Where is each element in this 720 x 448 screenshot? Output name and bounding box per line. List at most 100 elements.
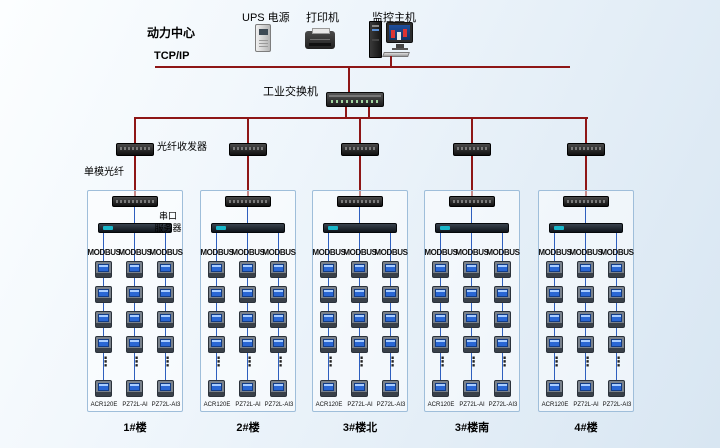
meter-model-label: ACR120E (541, 402, 569, 408)
modbus-label: MODBUS (231, 248, 265, 257)
meter-model-label: PZ72L-AI3 (264, 402, 294, 408)
meter-screen (580, 264, 591, 272)
meter-screen (160, 314, 171, 322)
industrial-switch-label: 工业交换机 (263, 86, 318, 98)
meter-icon (157, 380, 174, 397)
meter-icon (432, 336, 449, 353)
serial-server-label-line2: 服务器 (154, 223, 182, 233)
meter-icon (608, 261, 625, 278)
meter-screen (549, 264, 560, 272)
meter-icon (320, 311, 337, 328)
switch-uplink-line (348, 68, 350, 92)
meter-icon (208, 336, 225, 353)
meter-model-label: PZ72L-AI (347, 402, 373, 408)
meter-screen (611, 264, 622, 272)
meter-icon (463, 261, 480, 278)
meter-icon (463, 286, 480, 303)
meter-icon (126, 311, 143, 328)
meter-screen (129, 264, 140, 272)
fiber-transceiver-icon (341, 143, 379, 156)
meter-screen (323, 339, 334, 347)
meter-screen (160, 339, 171, 347)
meter-model-label: PZ72L-AI (459, 402, 485, 408)
transceiver-server-line (134, 207, 135, 223)
meter-screen (354, 314, 365, 322)
meter-icon (95, 311, 112, 328)
modbus-label: MODBUS (486, 248, 520, 257)
meter-screen (580, 314, 591, 322)
transceiver-server-line (359, 207, 360, 223)
meter-icon (494, 380, 511, 397)
meter-icon (608, 380, 625, 397)
serial-server-icon (549, 223, 623, 233)
meter-model-label: PZ72L-AI3 (376, 402, 406, 408)
meter-model-label: PZ72L-AI3 (488, 402, 518, 408)
meter-screen (242, 383, 253, 391)
meter-screen (435, 264, 446, 272)
meter-screen (354, 264, 365, 272)
single-mode-fiber-line (471, 156, 473, 197)
fiber-drop-line (585, 117, 587, 144)
meter-screen (160, 383, 171, 391)
meter-screen (580, 383, 591, 391)
meter-screen (466, 383, 477, 391)
meter-icon (577, 261, 594, 278)
tcpip-backbone-line (155, 66, 570, 68)
fiber-transceiver-icon (225, 196, 271, 207)
modbus-label: MODBUS (343, 248, 377, 257)
fiber-transceiver-icon (112, 196, 158, 207)
meter-screen (98, 289, 109, 297)
meter-icon (208, 311, 225, 328)
serial-server-icon (98, 223, 172, 233)
distribution-bus-line (134, 117, 588, 119)
continuation-dots: ⋮ (436, 355, 449, 370)
meter-screen (273, 383, 284, 391)
transceiver-server-line (471, 207, 472, 223)
meter-screen (580, 289, 591, 297)
transceiver-server-line (247, 207, 248, 223)
meter-icon (320, 380, 337, 397)
continuation-dots: ⋮ (161, 355, 174, 370)
site-title: 动力中心 (147, 26, 196, 40)
single-mode-fiber-line (359, 156, 361, 197)
meter-icon (382, 286, 399, 303)
meter-screen (354, 339, 365, 347)
meter-icon (157, 336, 174, 353)
meter-screen (129, 339, 140, 347)
meter-icon (608, 336, 625, 353)
meter-icon (95, 286, 112, 303)
meter-icon (95, 336, 112, 353)
tcpip-label: TCP/IP (154, 50, 190, 62)
fiber-drop-line (471, 117, 473, 144)
meter-icon (432, 261, 449, 278)
fiber-transceiver-icon (567, 143, 605, 156)
modbus-label: MODBUS (118, 248, 152, 257)
meter-icon (208, 380, 225, 397)
continuation-dots: ⋮ (498, 355, 511, 370)
meter-screen (466, 264, 477, 272)
meter-screen (466, 314, 477, 322)
meter-icon (494, 261, 511, 278)
meter-screen (549, 289, 560, 297)
meter-icon (270, 311, 287, 328)
serial-server-label-line1: 串口 (158, 211, 177, 221)
meter-icon (494, 336, 511, 353)
meter-screen (385, 264, 396, 272)
meter-screen (497, 383, 508, 391)
modbus-label: MODBUS (262, 248, 296, 257)
meter-icon (157, 261, 174, 278)
meter-icon (270, 261, 287, 278)
group-name-label: 2#楼 (236, 422, 260, 434)
meter-icon (239, 286, 256, 303)
meter-icon (270, 336, 287, 353)
meter-icon (463, 311, 480, 328)
meter-screen (242, 339, 253, 347)
meter-screen (354, 289, 365, 297)
meter-icon (126, 380, 143, 397)
pc-tower-icon (369, 21, 382, 58)
modbus-label: MODBUS (87, 248, 121, 257)
monitor-stand (396, 44, 404, 48)
